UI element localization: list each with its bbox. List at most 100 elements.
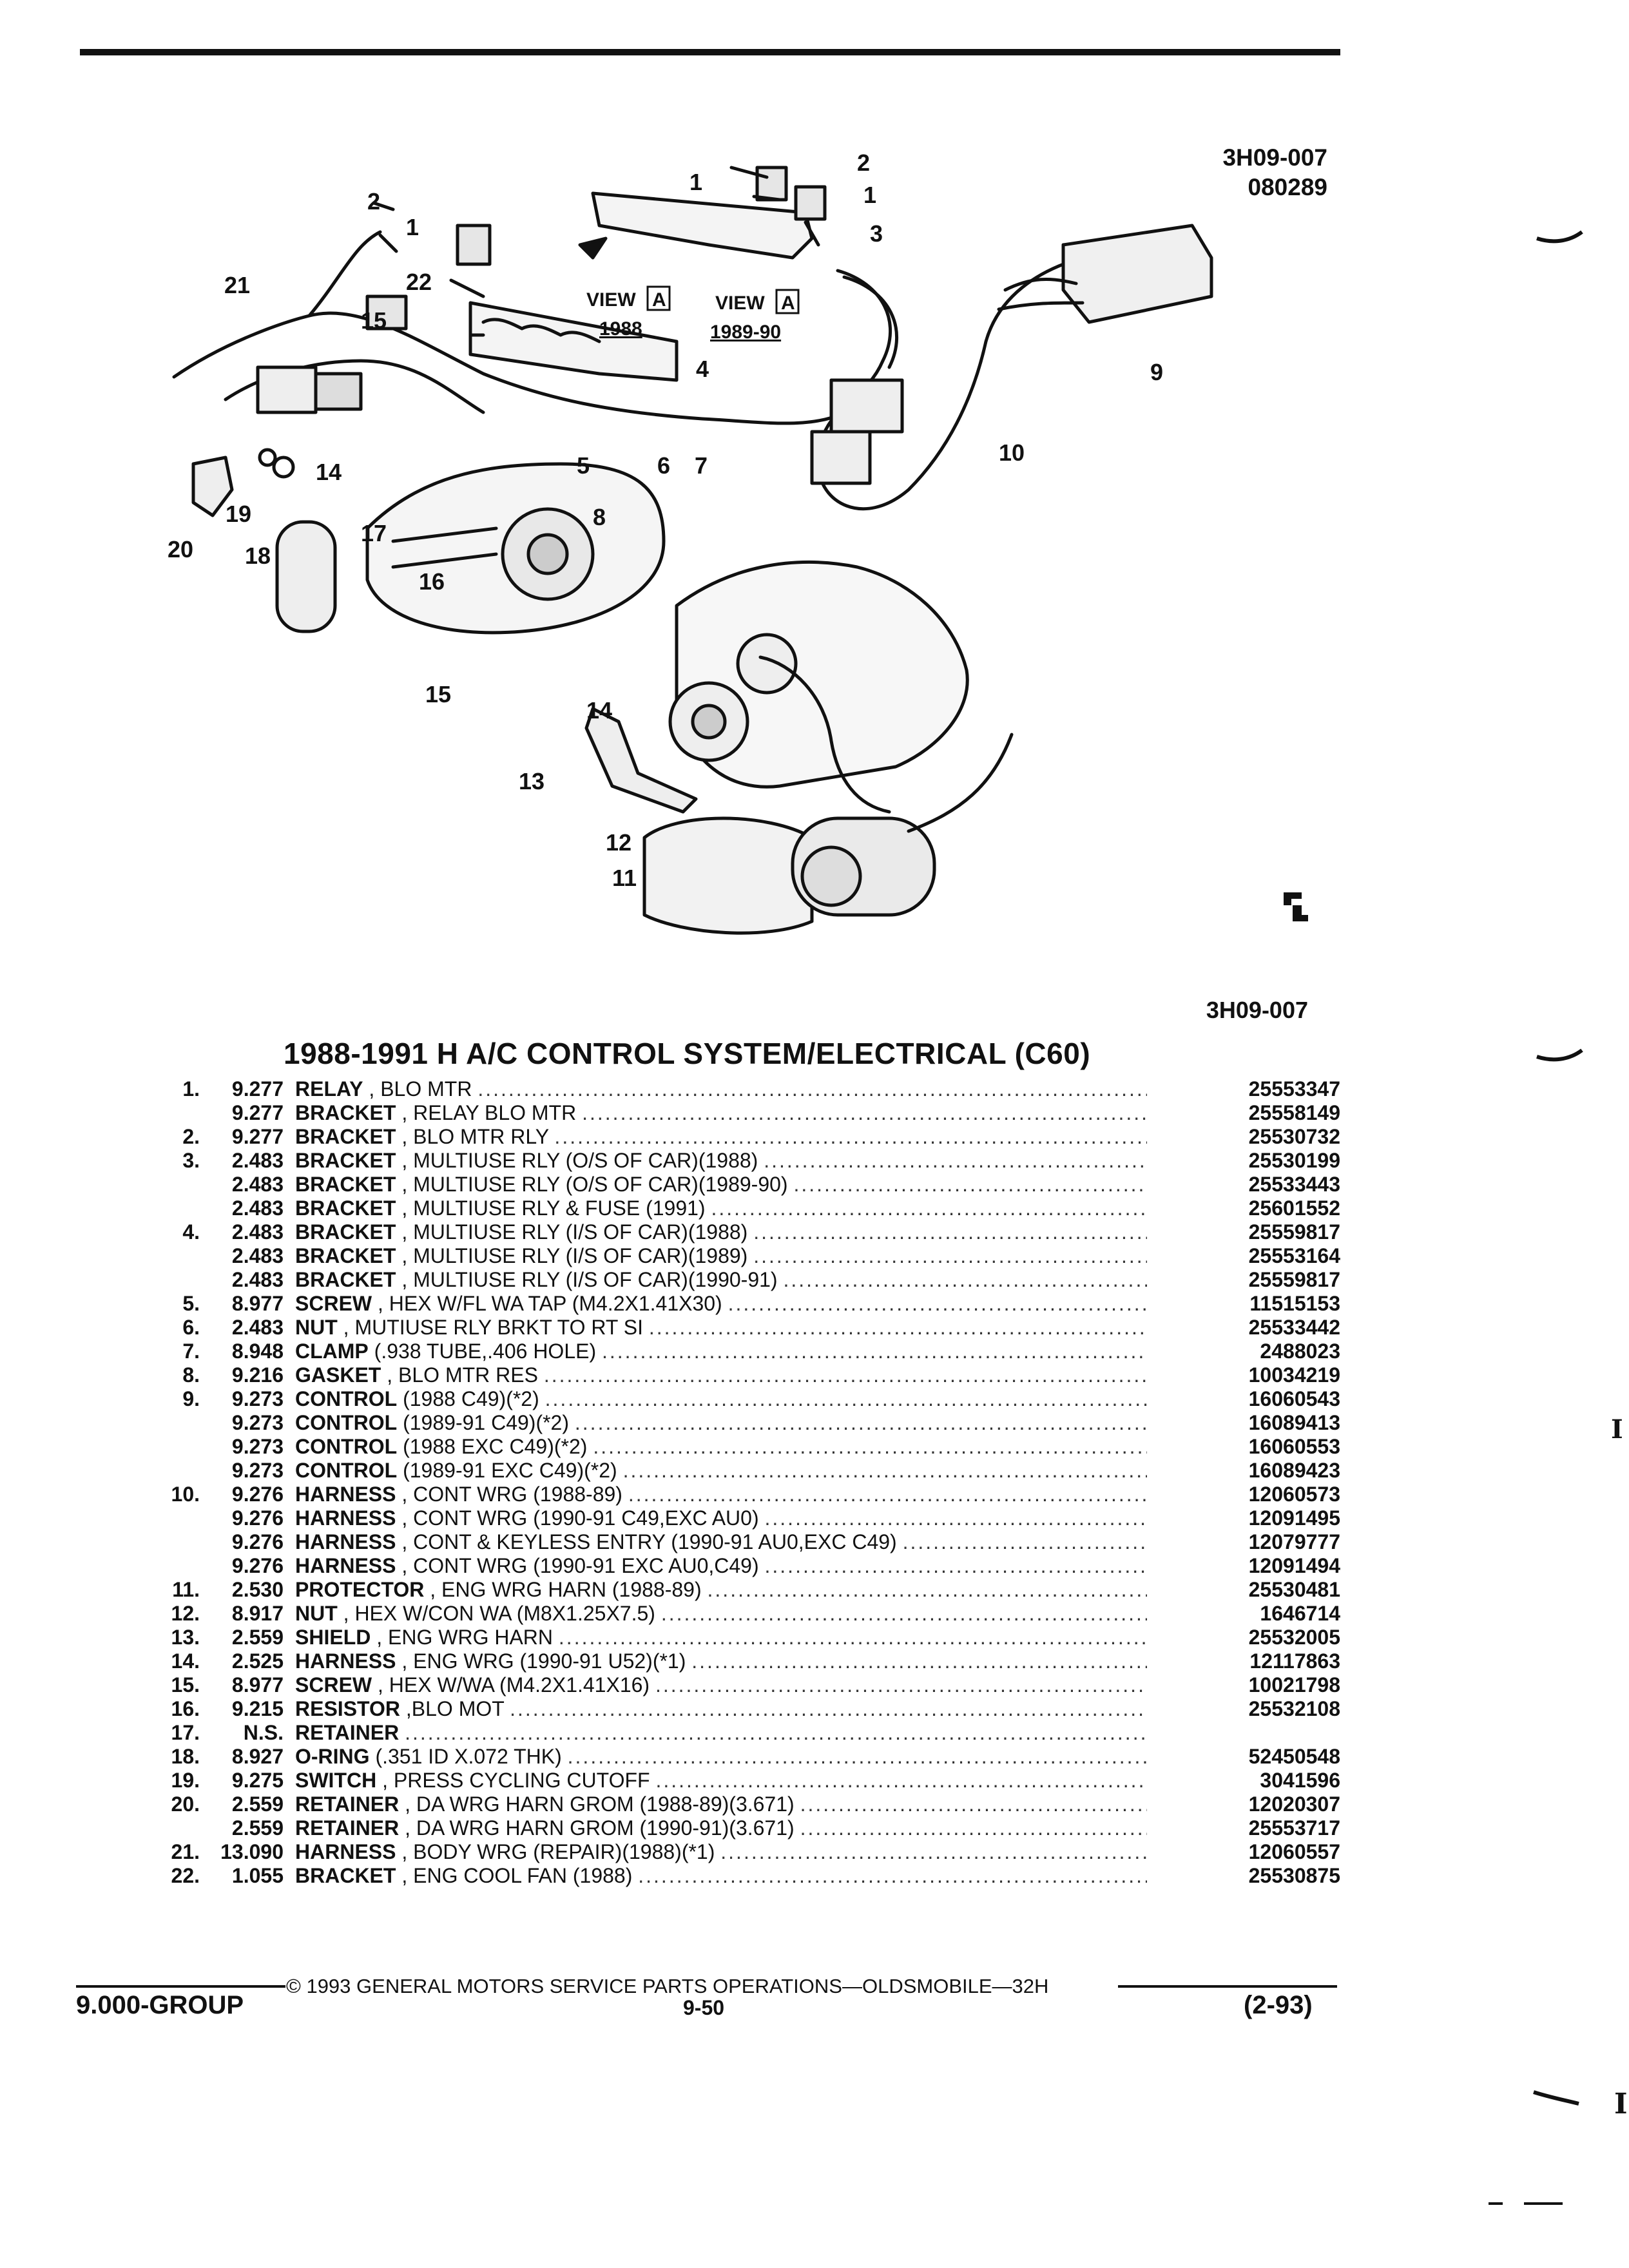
page-number: 9-50	[683, 1996, 725, 2019]
leader-dots: ........................................…	[655, 1769, 1147, 1792]
view-letter-1989-90: A	[781, 293, 795, 314]
group-number: 2.559	[231, 1792, 284, 1816]
part-catalog-number: 25559817	[1248, 1268, 1340, 1291]
part-detail: , ENG COOL FAN (1988)	[401, 1864, 633, 1887]
part-catalog-number: 25530481	[1248, 1578, 1340, 1601]
leader-dots: ........................................…	[764, 1554, 1148, 1577]
group-number: 2.483	[231, 1149, 284, 1172]
part-description: CONTROL (1989-91 EXC C49)(*2) ..........…	[295, 1459, 1147, 1483]
part-name: HARNESS	[295, 1530, 396, 1553]
part-description: SCREW , HEX W/FL WA TAP (M4.2X1.41X30) .…	[295, 1292, 1147, 1316]
callout-22: 22	[406, 269, 432, 295]
view-label-1989-90: VIEW	[715, 293, 765, 314]
part-detail: , MULTIUSE RLY (I/S OF CAR)(1988)	[401, 1220, 748, 1244]
part-catalog-number: 25553717	[1248, 1816, 1340, 1840]
callout-21: 21	[224, 272, 250, 298]
leader-dots: ........................................…	[638, 1864, 1147, 1887]
group-number: 1.055	[231, 1864, 284, 1887]
callout-15: 15	[361, 307, 387, 334]
part-catalog-number: 25533443	[1248, 1173, 1340, 1196]
leader-dots: ........................................…	[728, 1292, 1147, 1315]
part-number: 6.	[182, 1316, 200, 1339]
part-detail: (1989-91 EXC C49)(*2)	[403, 1459, 617, 1482]
retainer-grommet	[191, 456, 234, 517]
part-name: BRACKET	[295, 1125, 396, 1148]
part-catalog-number: 12117863	[1249, 1649, 1340, 1673]
part-row: 17.N.S.RETAINER ........................…	[97, 1721, 1340, 1745]
callout-14: 14	[316, 459, 342, 485]
group-number: 9.277	[231, 1077, 284, 1100]
part-detail: , ENG WRG HARN (1988-89)	[430, 1578, 702, 1601]
part-number: 5.	[182, 1292, 200, 1315]
part-catalog-number: 25532005	[1248, 1626, 1340, 1649]
leader-dots: ........................................…	[477, 1077, 1147, 1100]
group-number: 2.483	[231, 1316, 284, 1339]
group-number: 9.275	[231, 1769, 284, 1792]
part-description: SCREW , HEX W/WA (M4.2X1.41X16) ........…	[295, 1673, 1147, 1697]
callout-4: 4	[696, 356, 709, 382]
body-wiring-harness	[172, 311, 859, 425]
part-catalog-number: 10021798	[1248, 1673, 1340, 1696]
part-description: BRACKET , ENG COOL FAN (1988) ..........…	[295, 1864, 1147, 1888]
part-catalog-number: 12079777	[1248, 1530, 1340, 1553]
margin-tick-1	[1536, 230, 1583, 244]
leader-dots: ........................................…	[510, 1697, 1147, 1720]
group-number: 2.525	[231, 1649, 284, 1673]
part-catalog-number: 10034219	[1248, 1363, 1340, 1387]
part-description: SHIELD , ENG WRG HARN ..................…	[295, 1626, 1147, 1649]
harness-connector-block	[810, 430, 872, 485]
part-number: 9.	[182, 1387, 200, 1410]
part-description: GASKET , BLO MTR RES ...................…	[295, 1363, 1147, 1387]
part-name: BRACKET	[295, 1864, 396, 1887]
part-name: SCREW	[295, 1673, 372, 1696]
part-detail: , BLO MTR	[369, 1077, 472, 1100]
part-catalog-number: 16060543	[1248, 1387, 1340, 1410]
part-catalog-number: 12091494	[1248, 1554, 1340, 1577]
part-detail: ,BLO MOT	[405, 1697, 505, 1720]
leader-dots: ........................................…	[660, 1602, 1147, 1625]
part-name: CONTROL	[295, 1411, 398, 1434]
part-description: CLAMP (.938 TUBE,.406 HOLE) ............…	[295, 1340, 1147, 1363]
part-description: BRACKET , MULTIUSE RLY (O/S OF CAR)(1989…	[295, 1173, 1147, 1196]
part-name: HARNESS	[295, 1649, 396, 1673]
part-detail: , MULTIUSE RLY (I/S OF CAR)(1990-91)	[401, 1268, 778, 1291]
part-name: RESISTOR	[295, 1697, 400, 1720]
part-description: RESISTOR ,BLO MOT ......................…	[295, 1697, 1147, 1721]
part-name: BRACKET	[295, 1244, 396, 1267]
group-number: 2.483	[231, 1173, 284, 1196]
group-number: 2.530	[231, 1578, 284, 1601]
view-year-1988: 1988	[599, 318, 642, 340]
part-detail: , BODY WRG (REPAIR)(1988)(*1)	[401, 1840, 715, 1863]
part-detail: , MULTIUSE RLY (O/S OF CAR)(1988)	[401, 1149, 758, 1172]
part-catalog-number: 12091495	[1248, 1506, 1340, 1530]
control-wiring-harness	[816, 256, 1084, 511]
callout-19: 19	[226, 501, 251, 527]
part-catalog-number: 11515153	[1249, 1292, 1340, 1315]
part-description: O-RING (.351 ID X.072 THK) .............…	[295, 1745, 1147, 1769]
figure-code: 3H09-007	[1222, 144, 1327, 171]
callout-8: 8	[593, 504, 606, 530]
part-name: PROTECTOR	[295, 1578, 425, 1601]
view-arrow	[578, 236, 608, 260]
leader-dots: ........................................…	[711, 1196, 1147, 1220]
exploded-view-diagram: 21 2 1 22 15 14 19 20 18 17 16 15 5 6 7 …	[168, 149, 1308, 935]
leader-dots: ........................................…	[764, 1506, 1148, 1530]
part-name: SWITCH	[295, 1769, 377, 1792]
part-detail: , HEX W/WA (M4.2X1.41X16)	[378, 1673, 650, 1696]
leader-dots: ........................................…	[405, 1721, 1147, 1744]
part-name: NUT	[295, 1316, 338, 1339]
group-number: 8.927	[231, 1745, 284, 1768]
leader-dots: ........................................…	[764, 1149, 1147, 1172]
part-detail: , PRESS CYCLING CUTOFF	[382, 1769, 650, 1792]
part-name: SCREW	[295, 1292, 372, 1315]
part-number: 2.	[182, 1125, 200, 1148]
part-detail: , ENG WRG HARN	[376, 1626, 554, 1649]
